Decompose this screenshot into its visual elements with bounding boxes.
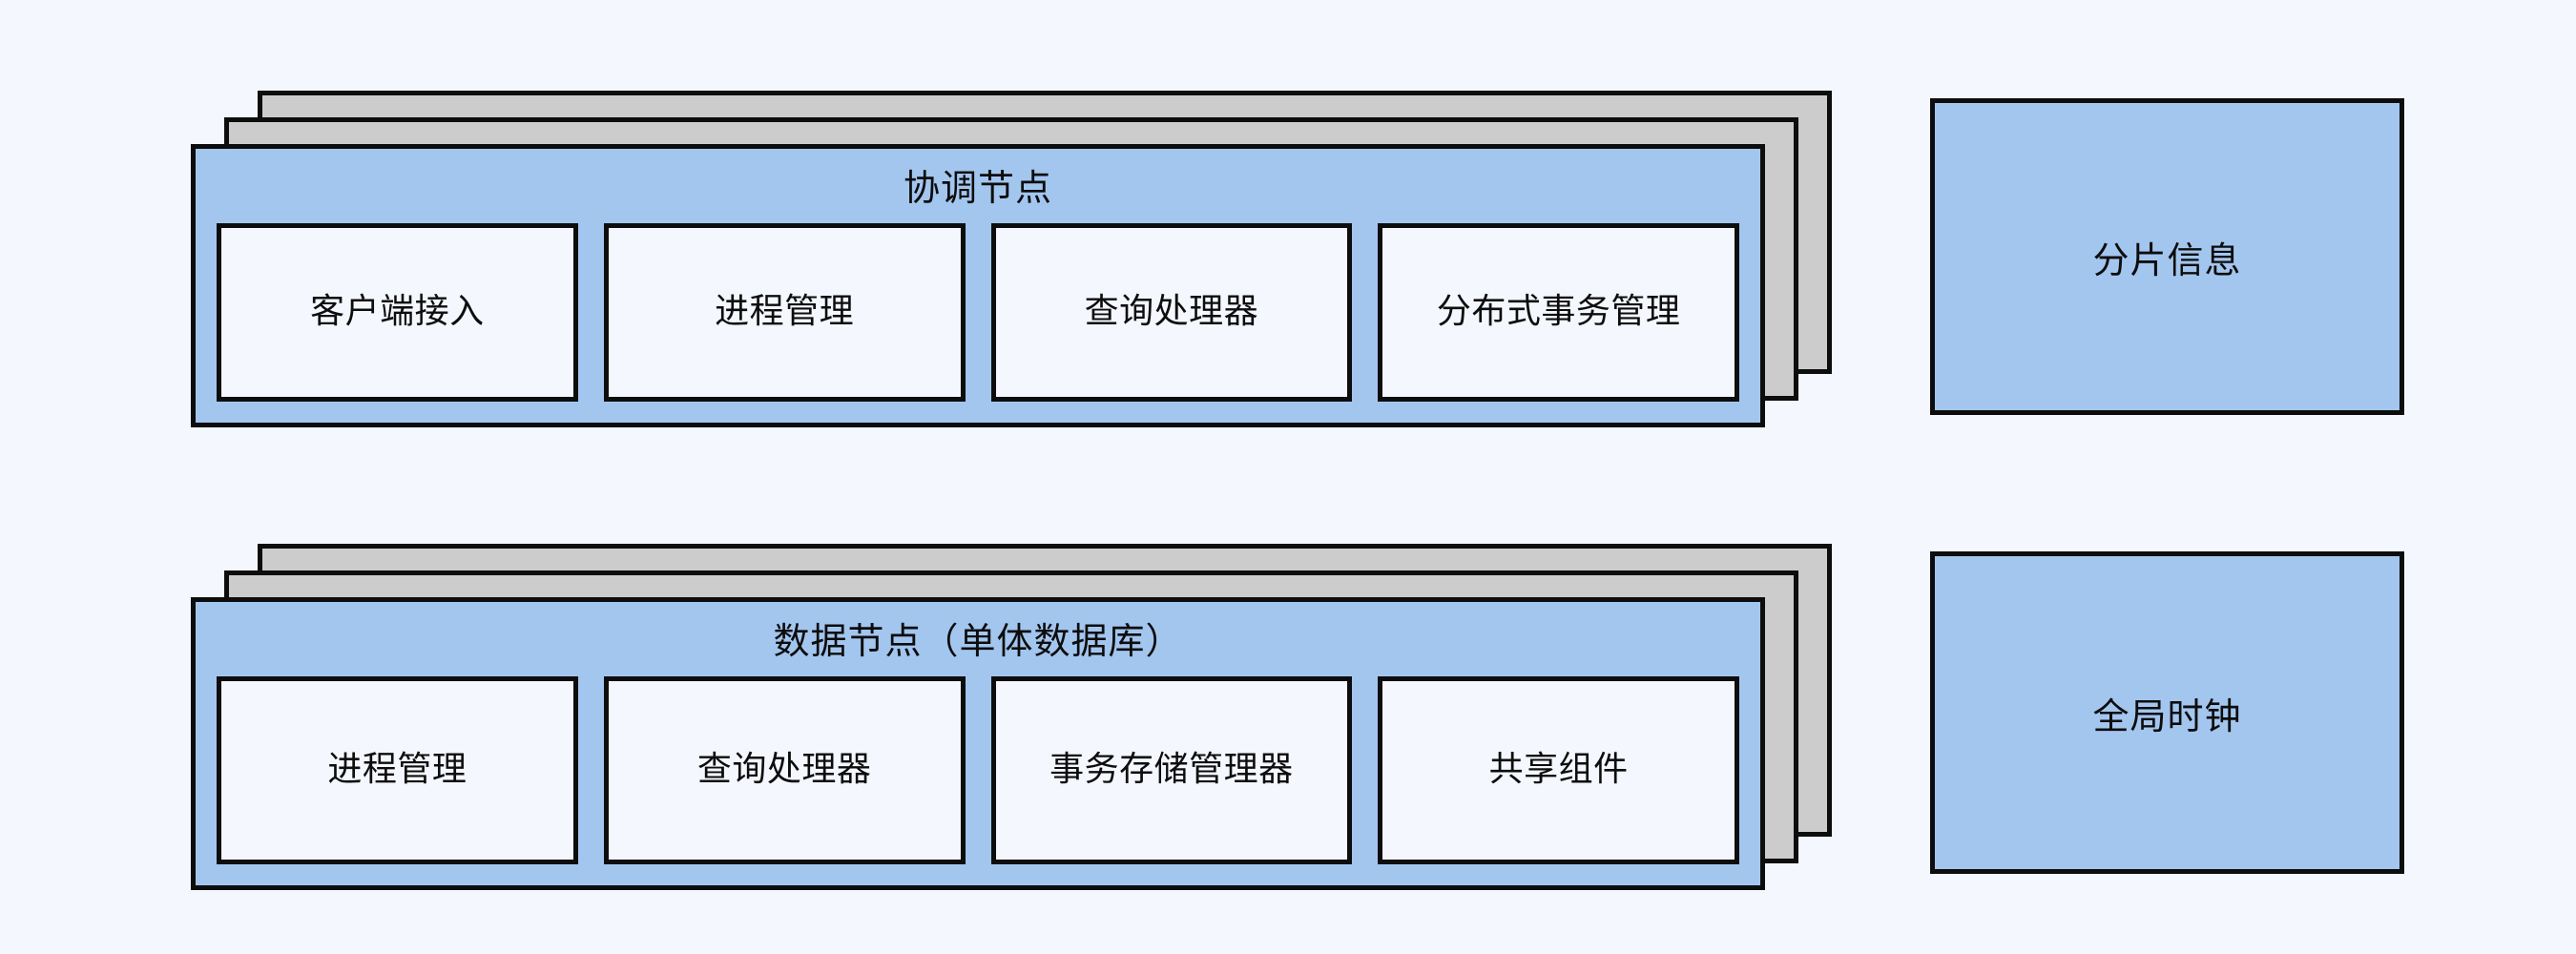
component-label: 分布式事务管理 <box>1436 292 1681 332</box>
component-box-process-management[interactable]: 进程管理 <box>603 222 966 402</box>
component-label: 客户端接入 <box>310 292 485 332</box>
side-box-label: 分片信息 <box>2092 238 2242 281</box>
component-label: 查询处理器 <box>1084 292 1259 332</box>
component-box-client-access[interactable]: 客户端接入 <box>217 222 578 402</box>
side-box-global-clock[interactable]: 全局时钟 <box>1930 551 2404 874</box>
component-label: 事务存储管理器 <box>1049 750 1294 790</box>
component-label: 进程管理 <box>715 292 855 332</box>
component-box-transaction-storage-manager[interactable]: 事务存储管理器 <box>990 675 1353 864</box>
node-group-data-node: 数据节点（单体数据库） 进程管理 查询处理器 事务存储管理器 共享组件 <box>191 544 1832 890</box>
component-label: 查询处理器 <box>696 750 872 790</box>
component-label: 进程管理 <box>327 750 467 790</box>
side-box-shard-info[interactable]: 分片信息 <box>1930 98 2404 415</box>
node-title-coordinator: 协调节点 <box>903 167 1052 209</box>
node-card-coordinator[interactable]: 协调节点 客户端接入 进程管理 查询处理器 分布式事务管理 <box>191 144 1765 427</box>
component-row-data-node: 进程管理 查询处理器 事务存储管理器 共享组件 <box>196 675 1760 885</box>
node-card-data-node[interactable]: 数据节点（单体数据库） 进程管理 查询处理器 事务存储管理器 共享组件 <box>191 597 1765 890</box>
node-group-coordinator: 协调节点 客户端接入 进程管理 查询处理器 分布式事务管理 <box>191 91 1832 427</box>
component-box-shared-components[interactable]: 共享组件 <box>1378 675 1739 864</box>
component-box-query-processor[interactable]: 查询处理器 <box>990 222 1353 402</box>
component-label: 共享组件 <box>1488 750 1629 790</box>
component-box-process-management[interactable]: 进程管理 <box>217 675 578 864</box>
component-box-query-processor[interactable]: 查询处理器 <box>603 675 966 864</box>
side-box-label: 全局时钟 <box>2092 695 2242 737</box>
component-row-coordinator: 客户端接入 进程管理 查询处理器 分布式事务管理 <box>196 222 1760 423</box>
node-title-data-node: 数据节点（单体数据库） <box>773 620 1183 662</box>
component-box-distributed-transaction-management[interactable]: 分布式事务管理 <box>1378 222 1739 402</box>
